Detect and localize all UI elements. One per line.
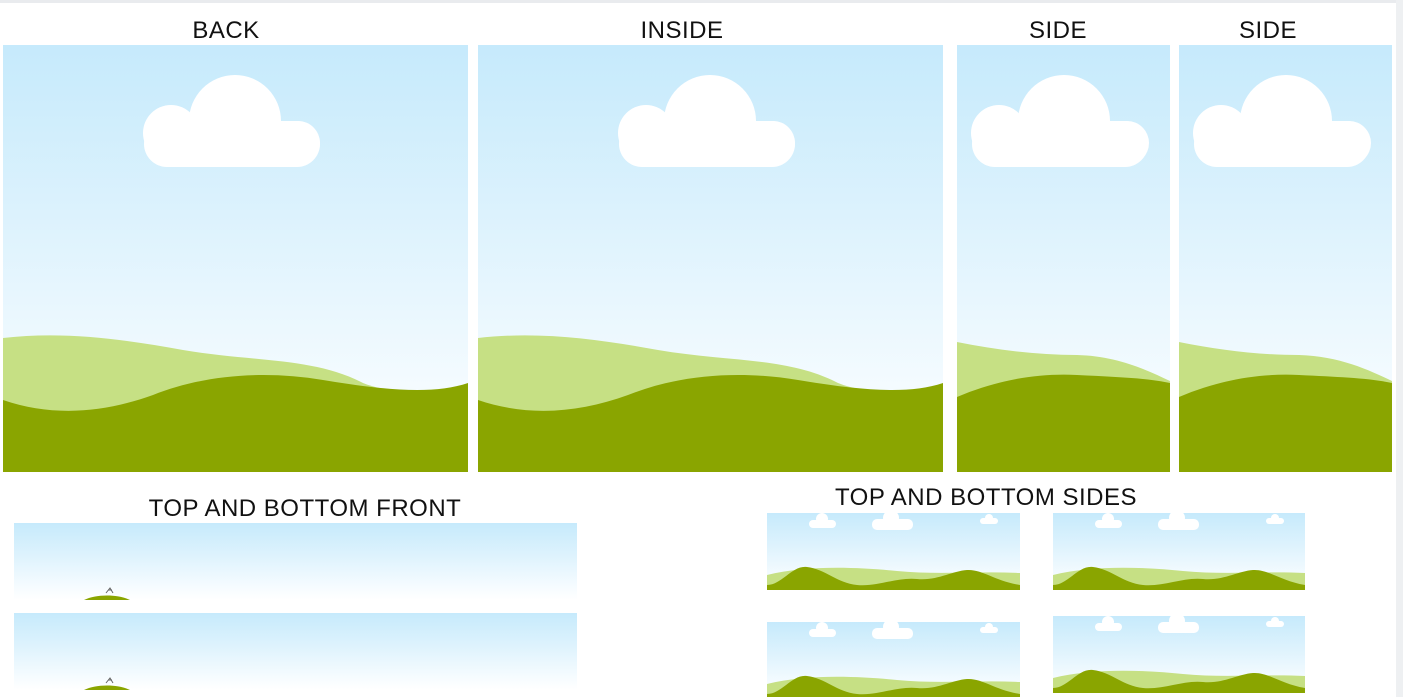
cloud-icon xyxy=(1095,513,1284,530)
hills-icon xyxy=(1053,566,1305,590)
cloud-icon xyxy=(1095,616,1284,633)
panel-side-1[interactable] xyxy=(957,45,1170,472)
panel-side-2[interactable] xyxy=(1179,45,1392,472)
label-top-bottom-front: TOP AND BOTTOM FRONT xyxy=(148,495,462,522)
label-side-1: SIDE xyxy=(1028,17,1087,44)
hills-icon xyxy=(1179,342,1392,472)
canvas-scrollbar[interactable] xyxy=(1396,0,1403,697)
label-back: BACK xyxy=(192,17,260,44)
label-inside: INSIDE xyxy=(640,17,724,44)
panel-front-top[interactable] xyxy=(14,523,577,600)
panel-sides-bottom-right[interactable] xyxy=(1053,616,1305,693)
hills-icon xyxy=(767,566,1020,590)
cloud-icon xyxy=(971,75,1149,167)
label-side-2: SIDE xyxy=(1238,17,1297,44)
label-top-bottom-sides: TOP AND BOTTOM SIDES xyxy=(834,484,1138,511)
hills-icon xyxy=(3,335,468,472)
panel-front-bottom[interactable] xyxy=(14,613,577,690)
hills-icon xyxy=(84,677,130,690)
hills-icon xyxy=(84,587,130,600)
canvas-top-border xyxy=(0,0,1403,3)
panel-inside[interactable] xyxy=(478,45,943,472)
cloud-icon xyxy=(809,513,998,530)
cloud-icon xyxy=(1193,75,1371,167)
panel-back[interactable] xyxy=(3,45,468,472)
hills-icon xyxy=(478,335,943,472)
cloud-icon xyxy=(618,75,795,167)
hills-icon xyxy=(1053,669,1305,693)
panel-sides-bottom-left[interactable] xyxy=(767,622,1020,697)
panel-sides-top-right[interactable] xyxy=(1053,513,1305,590)
cloud-icon xyxy=(809,622,998,639)
hills-icon xyxy=(957,342,1170,472)
cloud-icon xyxy=(143,75,320,167)
panel-sides-top-left[interactable] xyxy=(767,513,1020,590)
hills-icon xyxy=(767,675,1020,697)
